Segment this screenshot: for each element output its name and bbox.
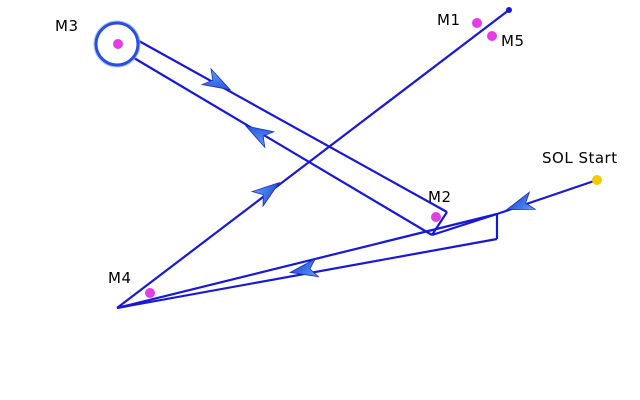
route-segment <box>116 9 510 309</box>
arrow-icon <box>244 125 276 149</box>
arrow-icon <box>200 67 232 91</box>
route-segment <box>431 212 498 237</box>
marker-m4-dot[interactable] <box>145 288 155 298</box>
m3-ring <box>94 21 140 67</box>
marker-label-m4: M4 <box>108 269 132 287</box>
route-segment <box>133 57 433 236</box>
arrow-icon <box>250 181 281 208</box>
marker-m2-dot[interactable] <box>431 212 441 222</box>
route-segment <box>138 40 448 213</box>
start-point[interactable] <box>592 175 602 185</box>
direction-arrows <box>200 67 537 278</box>
m3-ring-glow <box>93 20 141 68</box>
route-end-point <box>506 7 512 13</box>
marker-m1-dot[interactable] <box>472 18 482 28</box>
marker-labels: M1 M5 M3 M2 M4 SOL Start <box>55 11 618 287</box>
route-path <box>116 7 598 310</box>
route-segment <box>116 212 498 310</box>
route-segment <box>431 211 448 236</box>
marker-label-m3: M3 <box>55 17 79 35</box>
marker-m3-dot[interactable] <box>113 39 123 49</box>
arrow-icon <box>288 257 320 278</box>
marker-label-m2: M2 <box>428 188 452 206</box>
marker-points <box>113 18 497 298</box>
arrow-icon <box>505 191 537 210</box>
marker-m5-dot[interactable] <box>487 31 497 41</box>
start-label: SOL Start <box>542 149 618 167</box>
marker-label-m5: M5 <box>501 32 525 50</box>
marker-label-m1: M1 <box>437 11 461 29</box>
